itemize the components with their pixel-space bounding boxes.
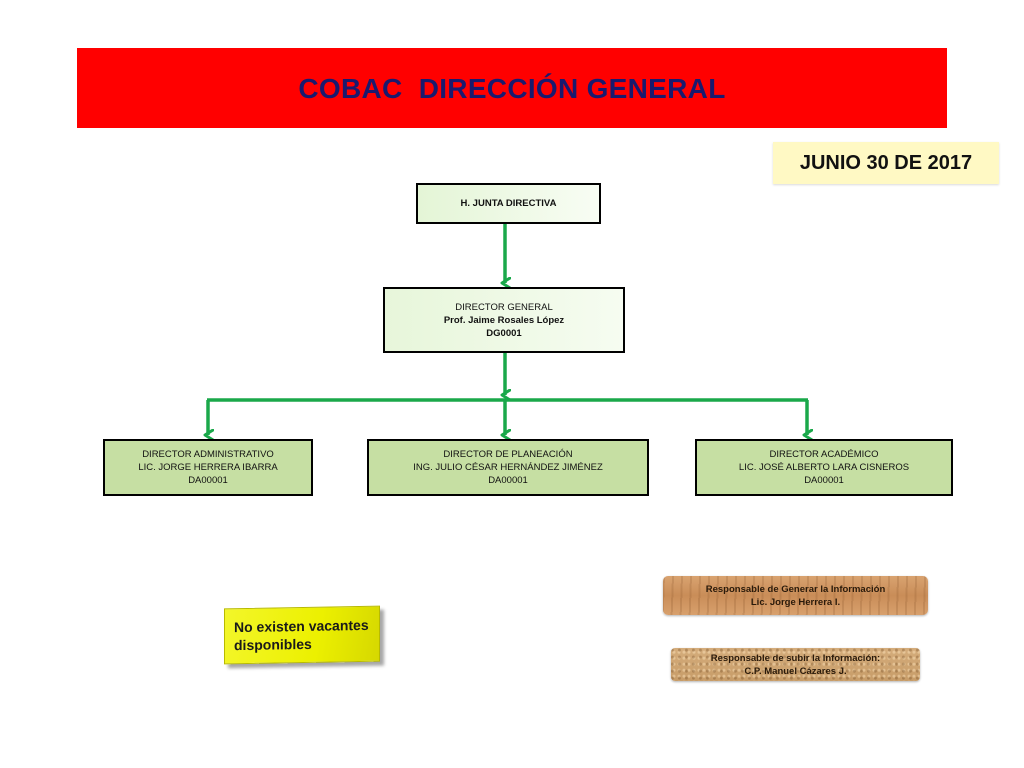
responsible-generate-label: Responsable de Generar la Información [705, 583, 886, 595]
responsible-upload-name: C.P. Manuel Cázares J. [744, 665, 847, 677]
vacancies-text: No existen vacantes disponibles [234, 616, 369, 654]
director-name: ING. JULIO CÉSAR HERNÁNDEZ JIMÉNEZ [413, 462, 603, 473]
director-role: DIRECTOR ADMINISTRATIVO [142, 449, 274, 460]
director-name: LIC. JOSÉ ALBERTO LARA CISNEROS [738, 462, 910, 473]
node-director-administrativo: DIRECTOR ADMINISTRATIVO LIC. JORGE HERRE… [103, 439, 313, 496]
vacancies-note: No existen vacantes disponibles [224, 605, 380, 665]
responsible-generate-panel: Responsable de Generar la Información Li… [663, 576, 928, 615]
director-name: LIC. JORGE HERRERA IBARRA [138, 462, 278, 473]
date-text: JUNIO 30 DE 2017 [799, 151, 973, 174]
responsible-upload-panel: Responsable de subir la Información: C.P… [671, 648, 920, 681]
director-code: DA00001 [488, 475, 528, 486]
director-general-code: DG0001 [486, 327, 522, 339]
date-badge: JUNIO 30 DE 2017 [773, 142, 999, 184]
junta-label: H. JUNTA DIRECTIVA [460, 198, 557, 209]
responsible-upload-label: Responsable de subir la Información: [710, 652, 881, 664]
node-junta-directiva: H. JUNTA DIRECTIVA [416, 183, 601, 224]
title-banner: COBAC DIRECCIÓN GENERAL [77, 48, 947, 128]
node-director-general: DIRECTOR GENERAL Prof. Jaime Rosales Lóp… [383, 287, 625, 353]
director-code: DA00001 [804, 475, 844, 486]
director-general-role: DIRECTOR GENERAL [455, 301, 553, 313]
director-role: DIRECTOR DE PLANEACIÓN [443, 449, 573, 460]
node-director-planeacion: DIRECTOR DE PLANEACIÓN ING. JULIO CÉSAR … [367, 439, 649, 496]
responsible-generate-name: Lic. Jorge Herrera I. [750, 596, 841, 608]
page-title: COBAC DIRECCIÓN GENERAL [298, 73, 726, 104]
node-director-academico: DIRECTOR ACADÉMICO LIC. JOSÉ ALBERTO LAR… [695, 439, 953, 496]
director-general-name: Prof. Jaime Rosales López [443, 314, 565, 326]
director-code: DA00001 [188, 475, 228, 486]
director-role: DIRECTOR ACADÉMICO [769, 449, 879, 460]
